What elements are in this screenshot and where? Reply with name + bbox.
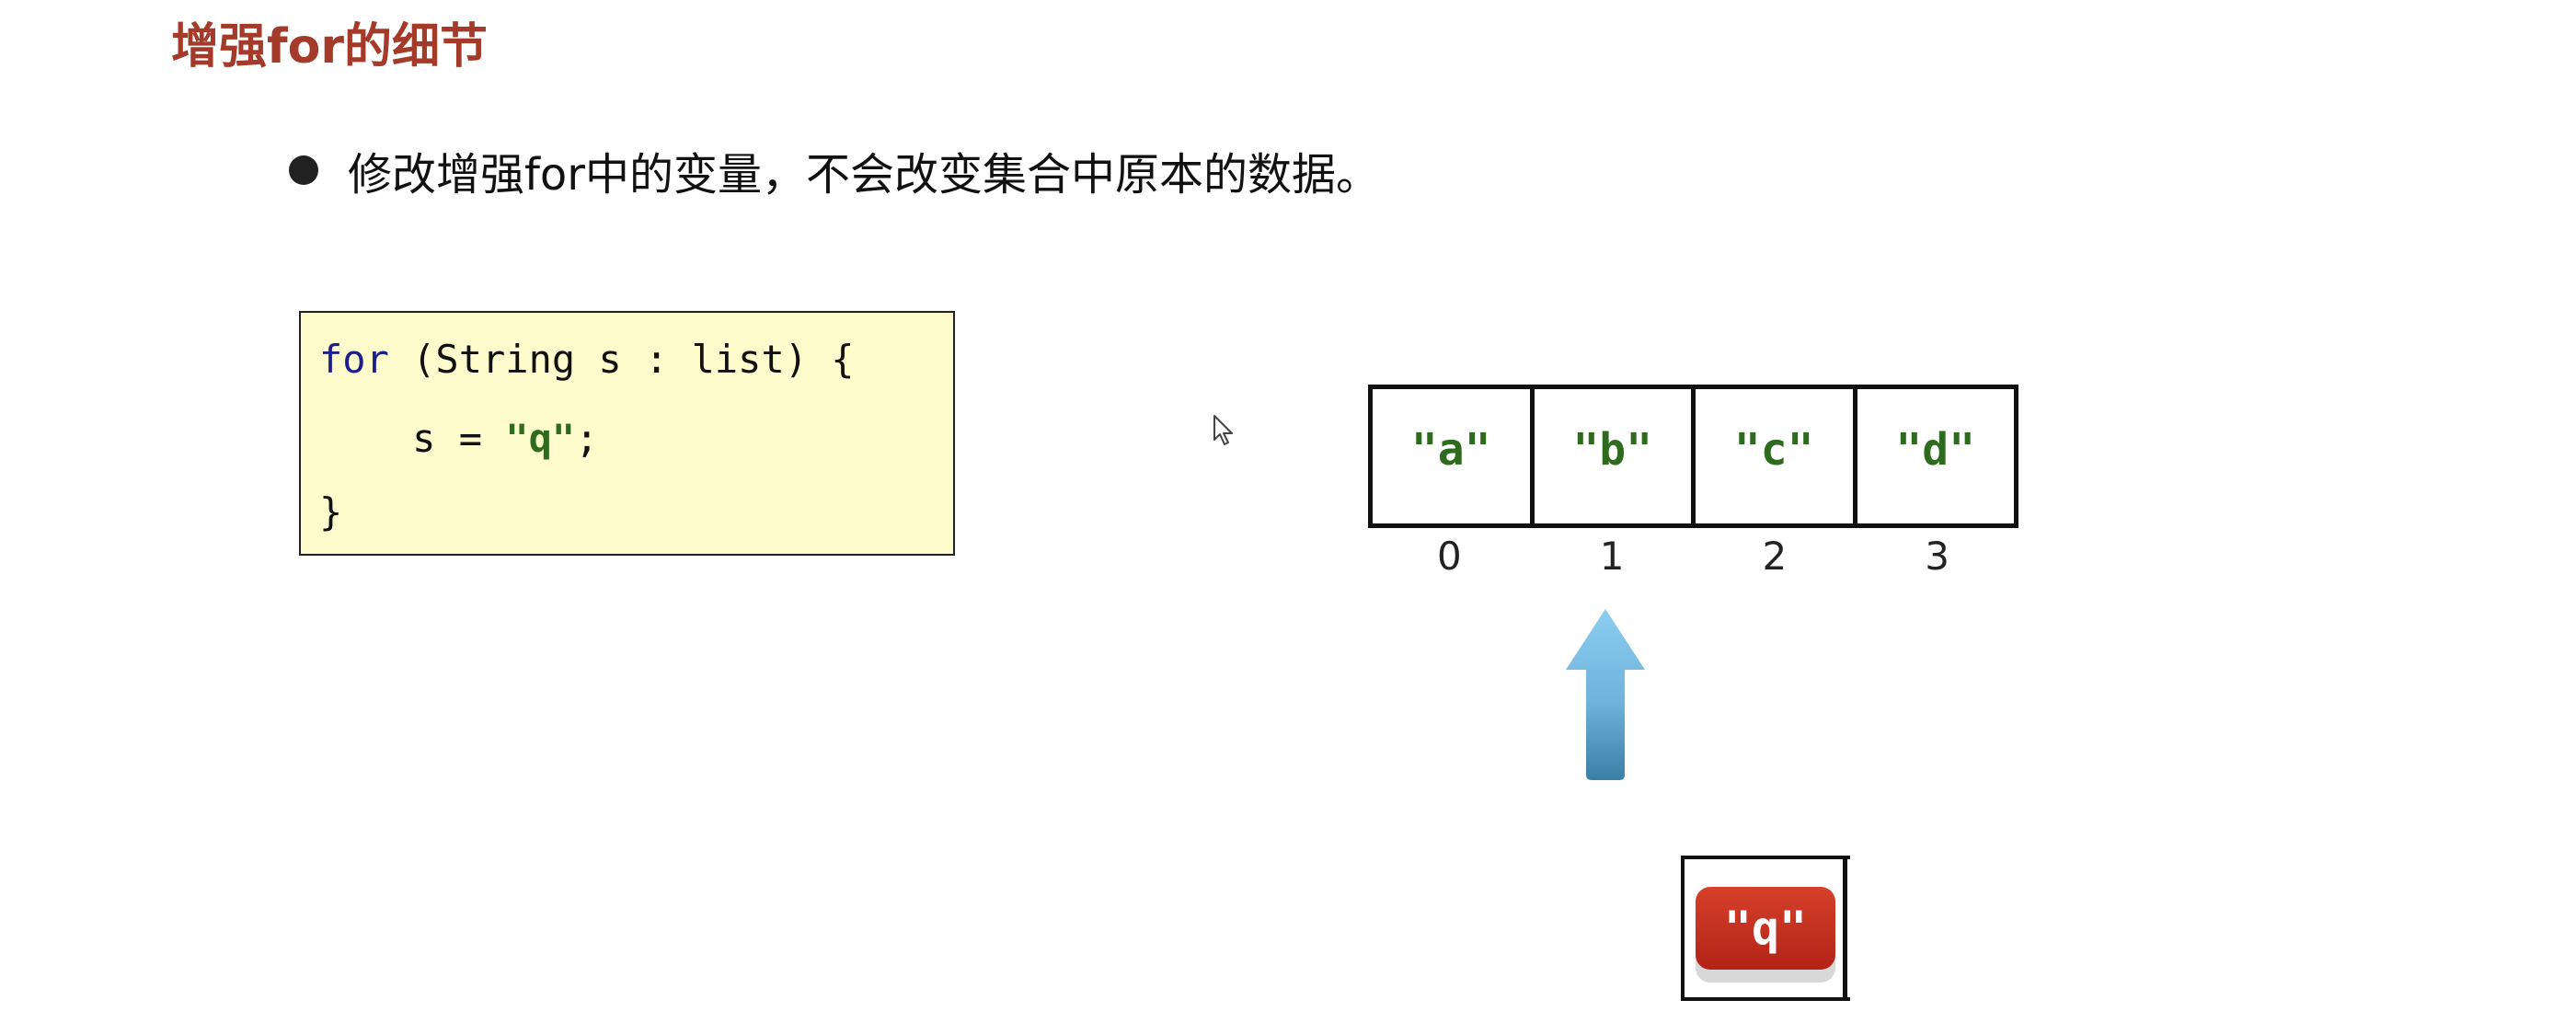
bullet-dot-icon xyxy=(289,155,318,185)
bullet-row: 修改增强for中的变量，不会改变集合中原本的数据。 xyxy=(289,138,1380,202)
q-frame-right-edge xyxy=(1843,859,1847,1001)
up-arrow-icon xyxy=(1566,609,1645,780)
code-line-2-prefix: s = xyxy=(319,416,506,461)
code-box: for (String s : list) { s = "q"; } xyxy=(299,311,955,556)
code-line-3: } xyxy=(319,489,343,534)
new-value-q-box: "q" xyxy=(1696,887,1835,970)
mouse-pointer-icon xyxy=(1213,415,1233,445)
code-line-1: for (String s : list) { xyxy=(319,337,855,382)
code-keyword-for: for xyxy=(319,337,389,382)
code-string-q: "q" xyxy=(505,416,576,461)
index-label: 3 xyxy=(1925,534,1949,579)
array-strip: "a" "b" "c" "d" xyxy=(1368,385,2018,528)
slide-title: 增强for的细节 xyxy=(171,19,488,75)
index-label: 0 xyxy=(1437,534,1462,579)
index-row: 0 1 2 3 xyxy=(1368,534,2018,579)
bullet-text: 修改增强for中的变量，不会改变集合中原本的数据。 xyxy=(348,149,1381,201)
code-line-1-rest: (String s : list) { xyxy=(388,337,855,382)
array-cell: "b" xyxy=(1535,389,1696,523)
q-frame xyxy=(1681,856,1850,1001)
array-cell: "d" xyxy=(1895,424,1976,476)
array-cell: "a" xyxy=(1373,389,1535,523)
code-line-2-suffix: ; xyxy=(575,416,599,461)
index-label: 2 xyxy=(1762,534,1788,579)
index-label: 1 xyxy=(1599,534,1625,579)
array-cell: "c" xyxy=(1696,389,1857,523)
code-line-2: s = "q"; xyxy=(319,416,598,461)
